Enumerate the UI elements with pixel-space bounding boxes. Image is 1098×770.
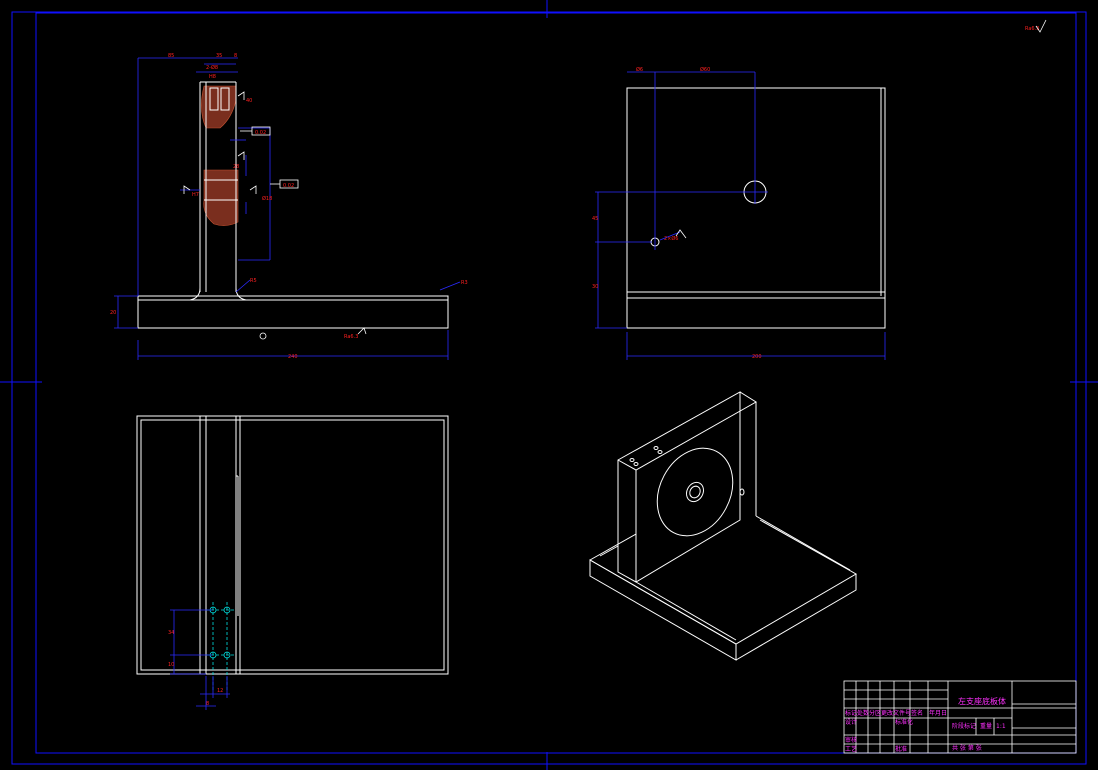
svg-text:1:1: 1:1: [996, 723, 1006, 730]
svg-text:85: 85: [168, 53, 174, 59]
section-hatch: [201, 85, 239, 226]
svg-text:Ra6.3: Ra6.3: [344, 334, 358, 340]
svg-text:35: 35: [216, 53, 222, 59]
top-view: 34 10 12 8: [136, 415, 449, 710]
svg-text:Ra6.3: Ra6.3: [1025, 26, 1039, 32]
geometric-tolerance-2: 0.02: [270, 179, 299, 189]
svg-text:Ø60: Ø60: [700, 66, 710, 73]
svg-text:2-Ø8: 2-Ø8: [206, 64, 218, 71]
side-view: Ø6 Ø60 45 30 200 2×Ø6: [592, 66, 886, 360]
svg-text:28: 28: [233, 164, 239, 170]
svg-text:200: 200: [752, 354, 762, 360]
svg-text:12: 12: [217, 688, 223, 694]
svg-text:左支座底板体: 左支座底板体: [958, 696, 1006, 706]
svg-text:设计: 设计: [845, 718, 857, 726]
svg-text:年月日: 年月日: [929, 709, 947, 717]
isometric-view: [589, 391, 858, 661]
svg-text:Ø18: Ø18: [262, 195, 272, 202]
svg-text:40: 40: [246, 98, 252, 104]
general-roughness-mark: Ra6.3: [1025, 19, 1047, 33]
svg-text:Ø6: Ø6: [636, 66, 643, 73]
svg-text:处数: 处数: [857, 709, 869, 717]
svg-text:标准化: 标准化: [895, 718, 913, 726]
svg-text:审核: 审核: [845, 736, 857, 744]
svg-text:重量: 重量: [980, 722, 992, 730]
svg-text:签名: 签名: [911, 709, 923, 717]
svg-text:0.02: 0.02: [283, 183, 294, 189]
svg-text:共 张 第 张: 共 张 第 张: [952, 744, 982, 752]
svg-text:R5: R5: [250, 278, 257, 284]
front-view: 0.02 0.02 85 35 8 2-Ø8 H8 Ø18 H7 40 2: [110, 53, 468, 360]
svg-text:45: 45: [592, 216, 598, 222]
svg-text:8: 8: [234, 53, 237, 59]
svg-text:R3: R3: [461, 280, 468, 286]
title-block: 左支座底板体 标记 处数 分区 更改文件号 签名 年月日 设计 标准化 审核 工…: [843, 680, 1077, 754]
svg-text:30: 30: [592, 284, 598, 290]
svg-text:H8: H8: [209, 74, 216, 80]
svg-text:20: 20: [110, 310, 116, 316]
svg-text:H7: H7: [192, 192, 199, 198]
svg-text:更改文件号: 更改文件号: [881, 709, 911, 717]
svg-text:分区: 分区: [869, 709, 881, 717]
svg-text:10: 10: [168, 662, 174, 668]
svg-text:0.02: 0.02: [255, 130, 266, 136]
svg-text:34: 34: [168, 630, 174, 636]
svg-text:标记: 标记: [845, 709, 857, 717]
svg-text:240: 240: [288, 354, 298, 360]
geometric-tolerance-1: 0.02: [240, 126, 271, 136]
svg-text:2×Ø6: 2×Ø6: [664, 235, 679, 242]
svg-text:阶段标记: 阶段标记: [952, 722, 976, 730]
svg-text:工艺: 工艺: [845, 745, 857, 753]
svg-text:8: 8: [206, 701, 209, 707]
svg-text:批准: 批准: [895, 745, 907, 753]
